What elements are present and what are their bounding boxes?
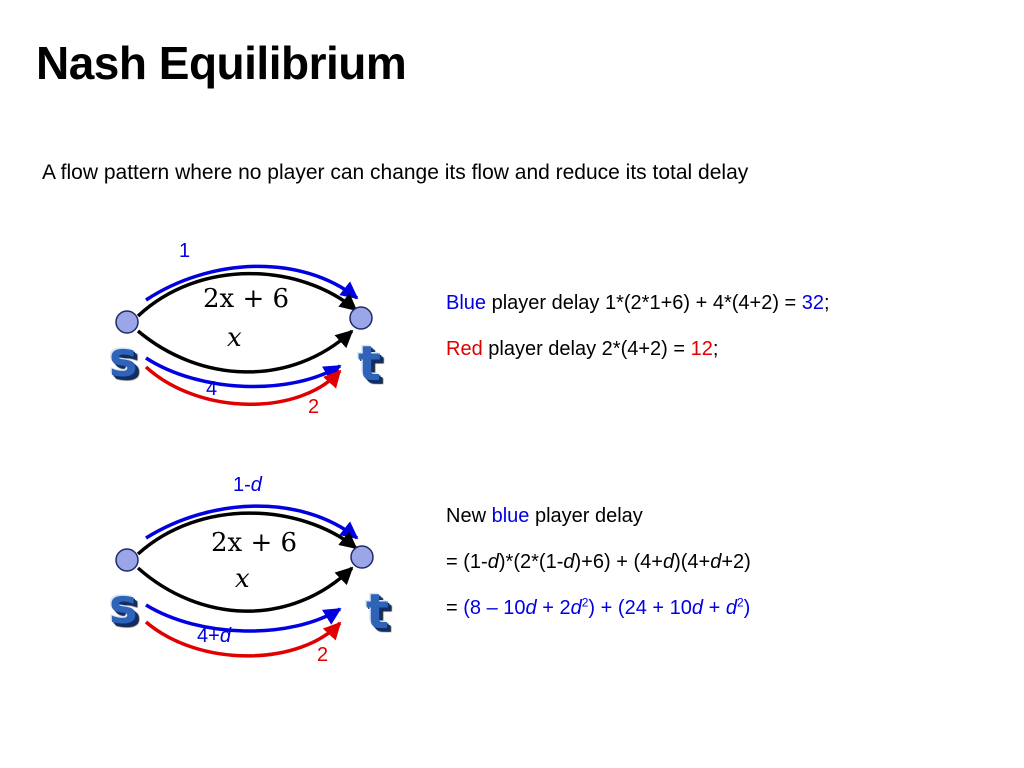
bottom-edge-cost-text: x	[227, 323, 242, 353]
top-blue-flow-arrow	[145, 264, 359, 302]
blue-delay-text: player delay 1*(2*1+6) + 4*(4+2) =	[486, 292, 802, 314]
top-blue-flow-var: d	[250, 474, 262, 496]
bottom-blue-flow-label: 4+d	[197, 625, 231, 648]
bottom-edge-cost-text: x	[235, 564, 250, 594]
top-blue-flow-arrow	[145, 504, 359, 540]
new-blue-delay-expansion: = (1-d)*(2*(1-d)+6) + (4+d)(4+d+2)	[446, 551, 751, 573]
new-suffix: player delay	[529, 505, 643, 527]
top-edge-cost: 2x + 6	[203, 284, 289, 314]
bottom-blue-flow-var: d	[219, 625, 231, 647]
new-blue-word: blue	[491, 505, 530, 527]
bottom-edge-cost: x	[227, 323, 242, 353]
bottom-blue-flow-arrow	[145, 603, 342, 633]
blue-player-delay: Blue player delay 1*(2*1+6) + 4*(4+2) = …	[446, 292, 830, 315]
top-edge-cost-text: 2x + 6	[211, 528, 298, 558]
bottom-edge-cost: x	[235, 564, 250, 594]
top-edge-cost: 2x + 6	[211, 528, 297, 558]
bottom-red-flow-label: 2	[308, 396, 320, 418]
blue-delay-value: 32	[801, 292, 825, 314]
bottom-blue-flow-prefix: 4+	[197, 625, 220, 647]
top-blue-flow-label: 1	[179, 240, 191, 262]
network-diagram-1: 1 2x + 6 x 4 2 s t	[0, 228, 420, 438]
bottom-red-flow-arrow	[144, 365, 342, 406]
bottom-red-flow-arrow	[144, 620, 342, 658]
network-diagram-1-graph	[115, 264, 373, 406]
source-label: s	[109, 579, 138, 635]
red-delay-text: player delay 2*(4+2) =	[482, 338, 691, 360]
slide-subtitle: A flow pattern where no player can chang…	[42, 161, 749, 184]
bottom-blue-flow-arrow	[145, 356, 342, 389]
source-node	[115, 548, 139, 572]
top-blue-flow-label: 1-d	[233, 474, 262, 497]
top-edge-cost-text: 2x + 6	[203, 284, 290, 314]
network-diagram-2: 1-d 2x + 6 x 4+d 2 s t	[0, 468, 420, 678]
red-player-delay: Red player delay 2*(4+2) = 12;	[446, 338, 718, 361]
simplified-expression: (8 – 10d + 2d2) + (24 + 10d + d2)	[463, 595, 751, 619]
bottom-edge	[136, 566, 354, 613]
network-diagram-2-graph	[115, 504, 374, 658]
bottom-edge	[136, 329, 354, 374]
new-blue-delay-simplified: = (8 – 10d + 2d2) + (24 + 10d + d2)	[446, 595, 751, 620]
sink-label: t	[366, 584, 389, 640]
new-blue-delay-heading: New blue player delay	[446, 505, 643, 528]
top-edge	[136, 511, 358, 556]
sink-node	[349, 306, 373, 330]
top-edge	[136, 271, 358, 318]
new-prefix: New	[446, 505, 492, 527]
sink-label: t	[358, 336, 381, 392]
slide-title: Nash Equilibrium	[36, 37, 407, 89]
sink-node	[350, 545, 374, 569]
blue-delay-end: ;	[824, 292, 830, 314]
blue-word: Blue	[446, 292, 487, 314]
simplified-prefix: =	[446, 597, 464, 619]
bottom-blue-flow-label: 4	[206, 378, 218, 400]
red-delay-end: ;	[712, 338, 719, 360]
source-node	[115, 310, 139, 334]
bottom-red-flow-label: 2	[317, 644, 329, 666]
red-word: Red	[446, 338, 483, 360]
source-label: s	[109, 332, 138, 388]
top-blue-flow-prefix: 1-	[233, 474, 251, 496]
red-delay-value: 12	[690, 338, 713, 360]
